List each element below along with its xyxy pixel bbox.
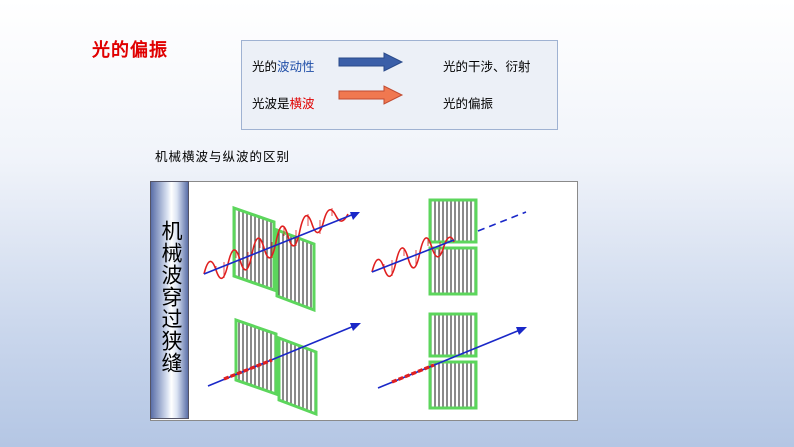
wave-tr-ticks [383,238,441,276]
ray-tl [203,213,355,275]
grating-tr-top [428,198,478,244]
grating-bl-1 [234,317,278,397]
diagram-subtitle: 机械横波与纵波的区别 [155,149,291,164]
red-arrow-icon [338,85,404,105]
row1-result: 光的干涉、衍射 [443,59,531,74]
blue-arrow-icon [338,52,404,72]
ray-tr [371,239,455,273]
grating-br-bottom [428,360,478,410]
row2-prefix: 光波是 [252,96,290,111]
row1-highlight: 波动性 [277,59,315,74]
ray-br-arrowhead [516,327,527,335]
summary-box: 光的波动性 光的干涉、衍射 光波是横波 光的偏振 [241,40,558,130]
row2-result: 光的偏振 [443,96,494,111]
grating-br-top [428,312,478,358]
wave-br [391,363,435,384]
side-label: 机械波穿过狭缝 [159,220,183,374]
transverse-wave-aligned-slits [203,205,360,313]
grating-tr-bottom [428,246,478,296]
row1-label: 光的波动性 [252,56,315,75]
slit-diagram [203,198,527,417]
ray-bl-arrowhead [350,323,361,331]
page-title: 光的偏振 [92,40,168,61]
wave-bl [223,358,273,381]
longitudinal-wave-crossed-slit [377,312,527,410]
transverse-wave-crossed-slit [371,198,527,296]
longitudinal-wave-aligned-slits [207,317,361,417]
ray-tl-arrowhead [350,212,360,220]
ray-tr-dashed [477,211,527,232]
row2-label: 光波是横波 [252,93,315,112]
side-label-bar: 机械波穿过狭缝 [150,181,189,419]
row2-highlight: 横波 [289,96,315,111]
wave-tr [371,236,455,278]
row1-prefix: 光的 [252,59,278,74]
grating-tl-2 [275,227,316,313]
